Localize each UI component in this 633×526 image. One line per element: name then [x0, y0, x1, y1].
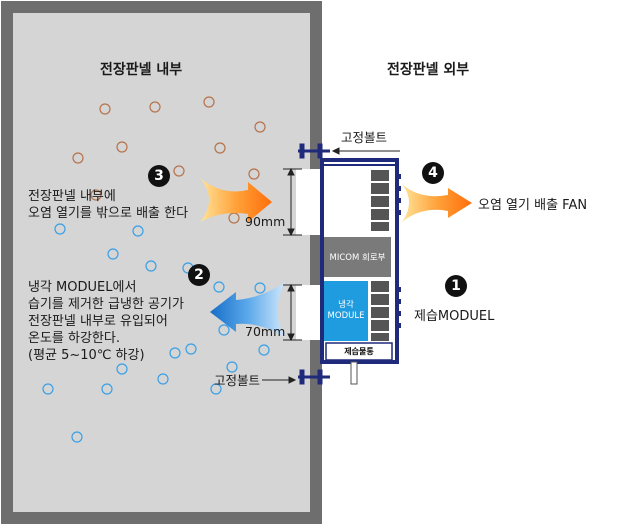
bolt-top-shape	[298, 143, 330, 159]
step-3-text: 전장판넬 내부에 오염 열기를 밖으로 배출 한다	[28, 189, 189, 221]
bolt-bottom-shape	[298, 369, 330, 385]
drain-label: 제습물통	[344, 347, 374, 356]
inside-title: 전장판넬 내부	[100, 62, 183, 78]
dehumidifier-unit	[320, 158, 401, 385]
exhaust-arrow-outside	[402, 184, 472, 222]
dimension-lines	[283, 167, 302, 342]
step-4-text: 오염 열기 배출 FAN	[478, 198, 588, 213]
leader-lines	[262, 147, 400, 384]
cooling-arrow	[210, 282, 285, 338]
step-2-badge: 2	[188, 264, 210, 286]
panel-body	[1, 1, 322, 524]
outside-title: 전장판넬 외부	[387, 62, 470, 78]
bolt-top-label: 고정볼트	[341, 130, 388, 145]
dimension-top-label: 90mm	[245, 214, 286, 229]
step-1-text: 제습MODUEL	[414, 309, 495, 324]
micom-label: MICOM 회로부	[329, 253, 386, 263]
hot-particles	[72, 96, 266, 224]
step-4-badge: 4	[422, 162, 444, 184]
step-3-badge: 3	[148, 165, 170, 187]
exhaust-arrow-inside	[200, 178, 272, 222]
step-2-text: 냉각 MODUEL에서 습기를 제거한 급냉한 공기가 전장판넬 내부로 유입되…	[28, 280, 184, 363]
cooling-module-label: 냉각 MODULE	[327, 300, 365, 321]
step-1-badge: 1	[445, 275, 467, 297]
bolt-bottom-label: 고정볼트	[214, 373, 261, 388]
dimension-bottom-label: 70mm	[245, 324, 286, 339]
